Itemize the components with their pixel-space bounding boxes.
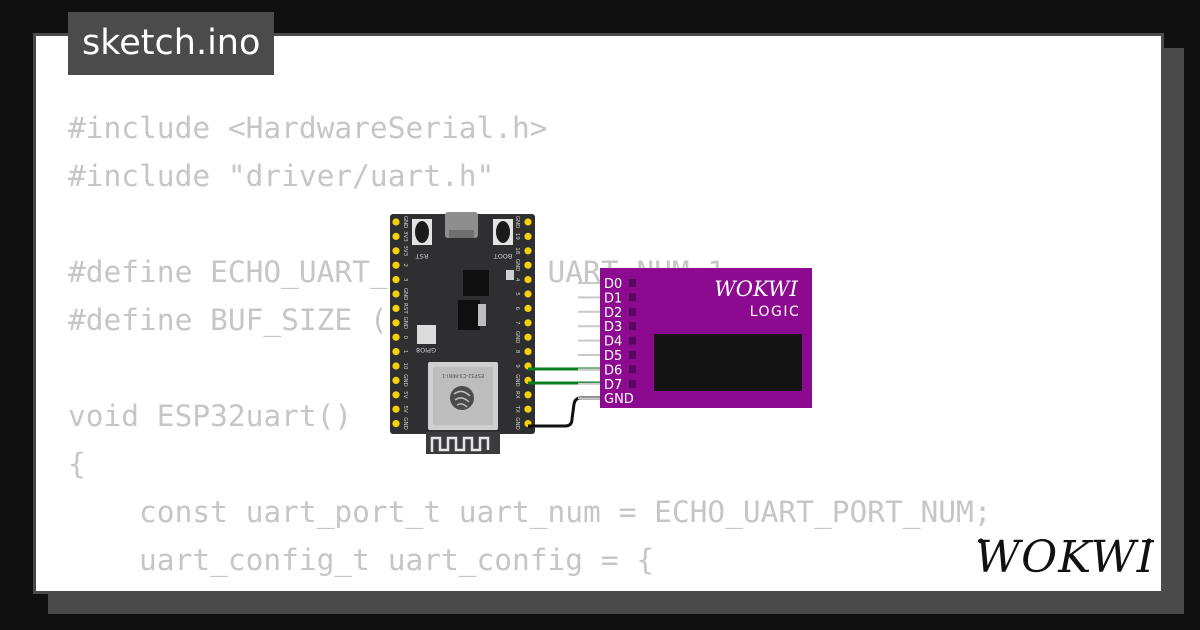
left-pin-label: GND (402, 288, 408, 301)
right-pin-6[interactable] (524, 304, 532, 312)
left-pin-label: 2 (402, 263, 408, 267)
analyzer-pin-d0: D0 (604, 277, 622, 292)
right-pin-8[interactable] (524, 333, 532, 341)
analyzer-pin-d1: D1 (604, 291, 622, 306)
right-pin-label: TX (514, 405, 520, 413)
gpio8-label: GPIO8 (416, 346, 436, 354)
left-pin-label: 0 (402, 335, 408, 339)
left-pin-label: 3V3 (402, 245, 408, 256)
wokwi-logo-text: WOKWI (976, 532, 1154, 582)
left-pin-7[interactable] (392, 319, 400, 327)
left-pin-label: GND (402, 374, 408, 387)
right-pin-7[interactable] (524, 319, 532, 327)
right-pin-13[interactable] (524, 405, 532, 413)
left-pin-label: 3 (402, 278, 408, 282)
left-pin-0[interactable] (392, 218, 400, 226)
wire-gnd (528, 396, 602, 428)
left-pin-label: 3V3 (402, 231, 408, 242)
right-pin-label: 18 (514, 247, 520, 254)
module-label: ESP32-C3-MINI-1 (442, 372, 484, 378)
analyzer-pin-socket[interactable] (629, 307, 636, 316)
analyzer-brand: WOKWI (714, 277, 798, 301)
left-pin-label: GND (402, 216, 408, 229)
left-pin-label: 1 (402, 350, 408, 354)
analyzer-pin-socket[interactable] (629, 279, 636, 287)
analyzer-pin-d6: D6 (604, 363, 622, 378)
right-pin-label: GND (514, 259, 520, 272)
left-pin-11[interactable] (392, 376, 400, 384)
code-line: uart_config_t uart_config = { (68, 543, 655, 577)
code-line: const uart_port_t uart_num = ECHO_UART_P… (68, 495, 992, 529)
left-pin-3[interactable] (392, 261, 400, 269)
left-pin-label: 10 (402, 363, 408, 370)
analyzer-pin-socket[interactable] (629, 322, 636, 331)
wokwi-logo: WOKWI (976, 532, 1154, 582)
analyzer-pin-socket[interactable] (629, 293, 636, 302)
left-pin-4[interactable] (392, 276, 400, 284)
right-pin-label: GND (514, 331, 520, 344)
code-line: void ESP32uart() (68, 399, 353, 433)
right-pin-9[interactable] (524, 348, 532, 356)
right-pin-label: GND (514, 216, 520, 229)
analyzer-pin-socket[interactable] (629, 351, 636, 359)
rst-label: RST (416, 252, 429, 260)
right-pin-label: 19 (514, 233, 520, 240)
analyzer-leads (578, 282, 602, 400)
left-pin-5[interactable] (392, 290, 400, 298)
right-pin-label: RX (514, 391, 520, 399)
analyzer-pin-d3: D3 (604, 320, 622, 335)
file-tab[interactable]: sketch.ino (68, 12, 275, 75)
left-pin-12[interactable] (392, 391, 400, 399)
analyzer-pin-d2: D2 (604, 306, 622, 321)
analyzer-pin-d4: D4 (604, 335, 622, 350)
analyzer-pin-socket[interactable] (629, 365, 636, 374)
analyzer-pin-d5: D5 (604, 349, 622, 364)
left-pin-label: 5V (402, 391, 408, 398)
right-pin-label: 4 (514, 278, 520, 282)
left-pin-label: 5V (402, 406, 408, 413)
analyzer-pin-socket[interactable] (629, 379, 636, 388)
right-pin-label: 8 (514, 350, 520, 354)
left-pin-6[interactable] (392, 304, 400, 312)
right-pin-label: GND (514, 417, 520, 430)
left-pin-9[interactable] (392, 348, 400, 356)
analyzer-pin-d7: D7 (604, 378, 622, 393)
code-line: #include "driver/uart.h" (68, 159, 495, 193)
right-pin-2[interactable] (524, 247, 532, 255)
esp32-c3-board[interactable]: RST BOOT GPIO8 ESP32-C3-MINI-1 GND 3V3 3V3… (390, 212, 535, 454)
boot-label: BOOT (494, 252, 513, 260)
left-pin-1[interactable] (392, 232, 400, 240)
left-pin-8[interactable] (392, 333, 400, 341)
preview-card: #include <HardwareSerial.h> #include "dri… (33, 33, 1164, 594)
code-line: { (68, 447, 86, 481)
right-pin-label: 6 (514, 307, 520, 311)
analyzer-pin-gnd: GND (604, 392, 634, 407)
right-pin-1[interactable] (524, 232, 532, 240)
analyzer-pin-socket[interactable] (629, 336, 636, 345)
left-pin-label: GND (402, 417, 408, 430)
right-pin-label: GND (514, 374, 520, 387)
left-pin-10[interactable] (392, 362, 400, 370)
right-pin-12[interactable] (524, 391, 532, 399)
right-pin-4[interactable] (524, 276, 532, 284)
analyzer-display (654, 334, 802, 391)
right-pin-label: 5 (514, 292, 520, 296)
right-pin-label: 9 (514, 364, 520, 368)
analyzer-subtitle: LOGIC (750, 304, 801, 320)
left-pin-2[interactable] (392, 247, 400, 255)
right-pin-0[interactable] (524, 218, 532, 226)
left-pin-13[interactable] (392, 405, 400, 413)
right-pin-5[interactable] (524, 290, 532, 298)
left-pin-label: RST (402, 303, 408, 314)
code-line: #include <HardwareSerial.h> (68, 111, 548, 145)
right-pin-3[interactable] (524, 261, 532, 269)
left-pin-14[interactable] (392, 420, 400, 428)
left-pin-label: GND (402, 316, 408, 329)
right-pin-label: 7 (514, 321, 520, 325)
